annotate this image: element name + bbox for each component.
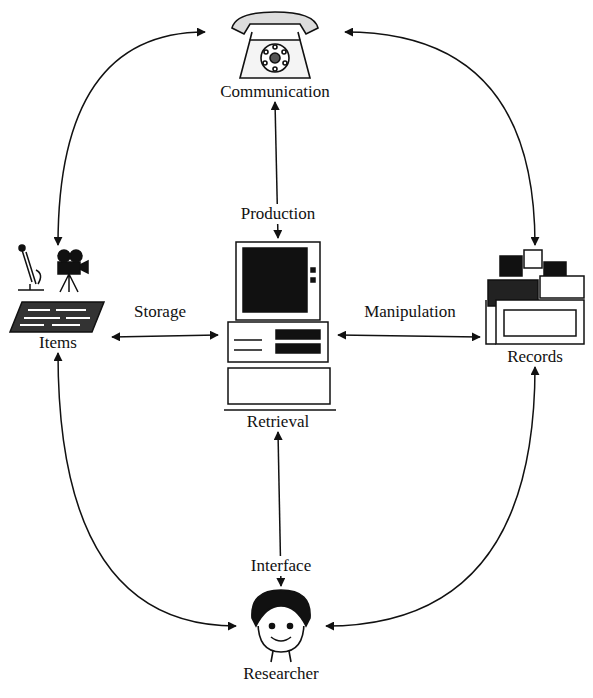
computer-icon [224, 242, 336, 410]
node-label: Retrieval [218, 412, 338, 432]
connector-arrow [112, 335, 218, 337]
connector-arrow [58, 32, 205, 245]
node-label: Researcher [236, 664, 326, 684]
connector-arrow [326, 367, 535, 626]
telephone-icon [232, 12, 318, 78]
edge-label: Manipulation [361, 302, 459, 322]
connector-arrow [58, 353, 236, 626]
connector-arrow [338, 335, 480, 337]
items-icon [10, 245, 104, 332]
node-label: Items [4, 333, 112, 353]
edge-label: Interface [248, 556, 314, 576]
computer-node: Retrieval [218, 238, 338, 432]
connector-arrow [345, 32, 535, 245]
researcher-icon [252, 590, 310, 662]
edge-label: Production [238, 204, 319, 224]
items-node: Items [4, 245, 112, 353]
telephone-node: Communication [205, 2, 345, 102]
records-node: Records [480, 245, 590, 367]
node-label: Records [480, 347, 590, 367]
records-icon [486, 250, 584, 344]
researcher-node: Researcher [236, 586, 326, 684]
node-label: Communication [205, 82, 345, 102]
edge-label: Storage [131, 302, 189, 322]
